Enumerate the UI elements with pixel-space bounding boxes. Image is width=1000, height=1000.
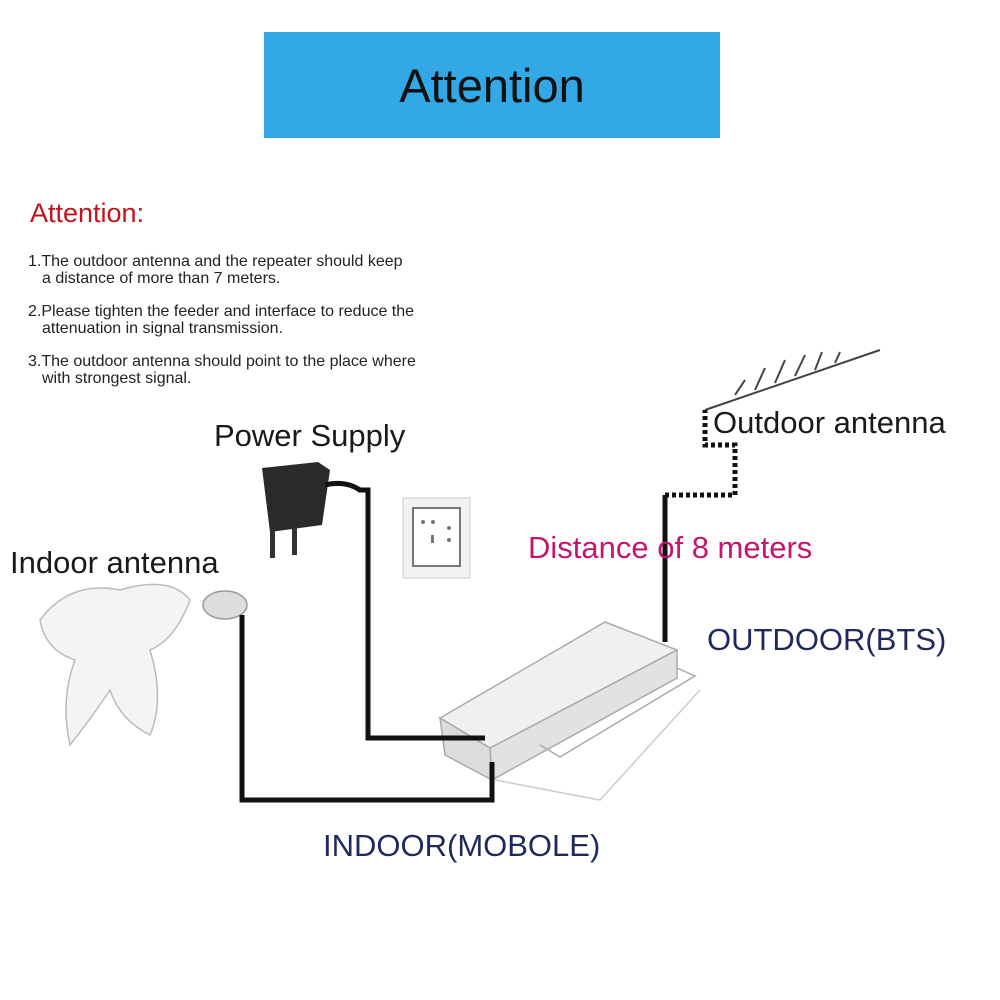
note-3: 3.The outdoor antenna should point to th… [28,353,416,387]
note-3-line1: 3.The outdoor antenna should point to th… [28,353,416,370]
outdoor-cable-dotted [665,410,738,498]
note-1-line1: 1.The outdoor antenna and the repeater s… [28,253,403,270]
notes-heading: Attention: [30,198,145,228]
indoor-port-label: INDOOR(MOBOLE) [323,828,601,863]
attention-banner: Attention [264,32,720,138]
note-2: 2.Please tighten the feeder and interfac… [28,303,414,337]
power-adapter-icon [262,462,362,558]
outdoor-port-label: OUTDOOR(BTS) [707,622,947,657]
indoor-antenna-icon [39,583,248,747]
outdoor-antenna-icon [704,349,881,411]
note-2-line2: attenuation in signal transmission. [42,320,284,337]
cables [239,410,738,803]
wall-outlet-icon [402,497,471,579]
outdoor-antenna-label: Outdoor antenna [713,405,946,440]
distance-label: Distance of 8 meters [528,530,813,565]
banner-title: Attention [399,58,585,112]
power-supply-label: Power Supply [214,418,406,453]
note-1: 1.The outdoor antenna and the repeater s… [28,253,403,287]
note-1-line2: a distance of more than 7 meters. [42,270,281,287]
repeater-icon [438,621,701,801]
note-2-line1: 2.Please tighten the feeder and interfac… [28,303,415,320]
note-3-line2: with strongest signal. [42,370,192,387]
power-cable [358,487,485,741]
indoor-cable [239,615,495,803]
indoor-antenna-label: Indoor antenna [10,545,219,580]
